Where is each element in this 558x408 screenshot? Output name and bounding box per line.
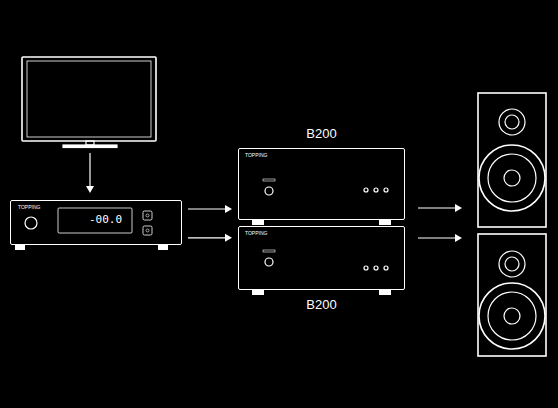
connector-line	[188, 208, 226, 209]
display-readout: -00.0	[89, 214, 122, 225]
speaker-illustration	[478, 234, 546, 356]
signal-arrow	[86, 153, 94, 193]
amp-details	[252, 250, 391, 295]
brand-mark: TOPPING	[245, 153, 267, 158]
amp-details	[252, 179, 391, 225]
dac-preamp: TOPPING -00.0	[10, 200, 182, 245]
signal-arrow	[188, 234, 232, 242]
power-amplifier: B200TOPPING	[238, 148, 405, 220]
arrowhead	[225, 234, 232, 242]
connector-line	[188, 237, 226, 238]
dac-details	[15, 208, 168, 250]
device-label: B200	[239, 298, 404, 311]
brand-mark: TOPPING	[18, 205, 40, 210]
tv-illustration	[22, 57, 156, 148]
speaker-illustration	[478, 93, 546, 227]
device-label: B200	[239, 127, 404, 140]
arrowhead	[225, 205, 232, 213]
power-amplifier: B200TOPPING	[238, 226, 405, 290]
signal-arrow	[188, 205, 232, 213]
speaker-cable-arrow	[418, 204, 462, 242]
brand-mark: TOPPING	[245, 231, 267, 236]
